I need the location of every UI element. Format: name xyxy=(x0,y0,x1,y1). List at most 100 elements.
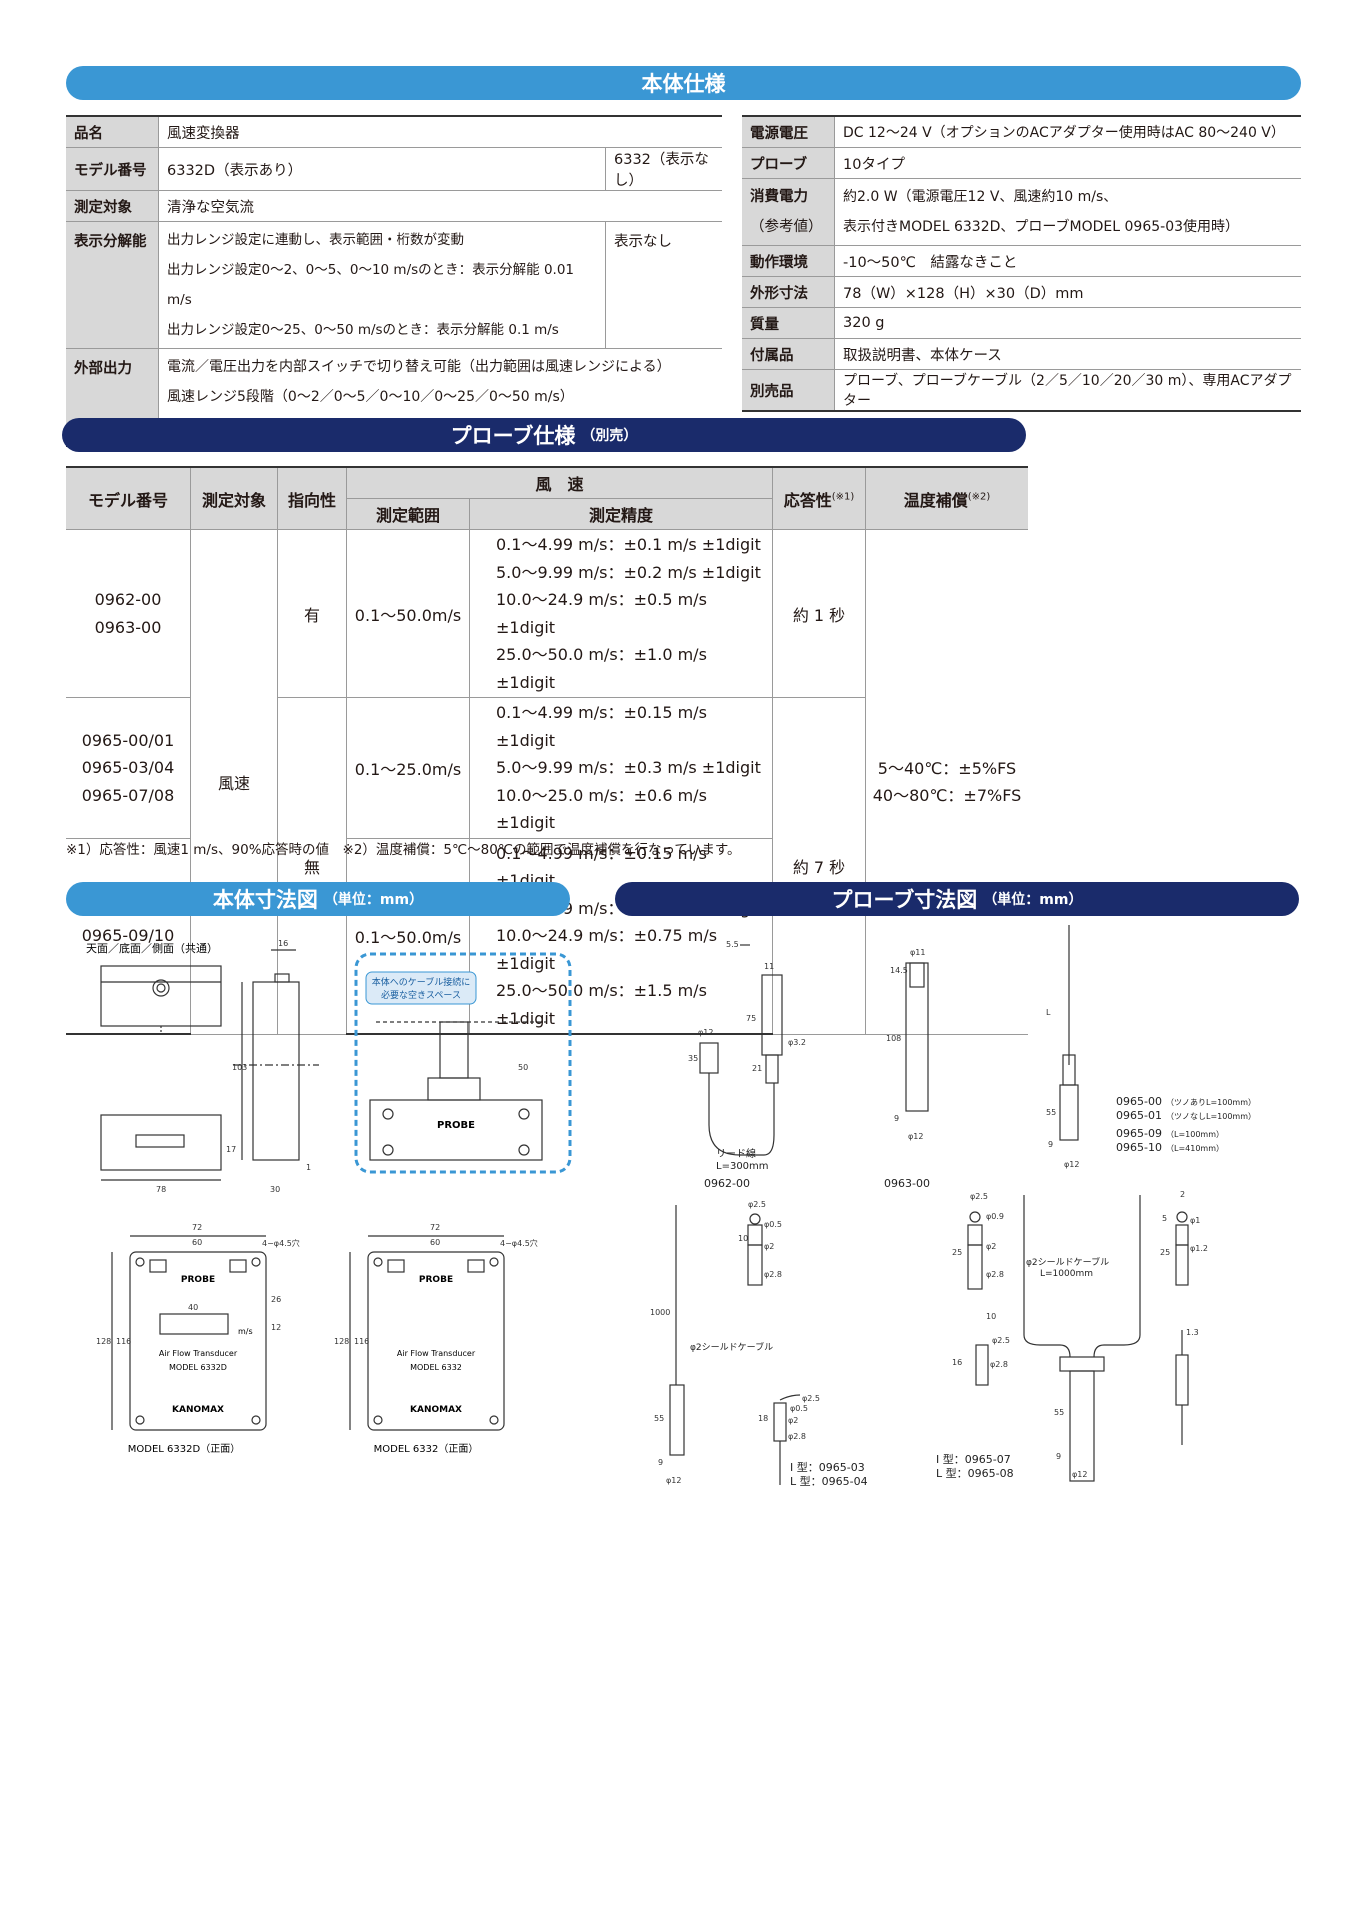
dim-label: 60 xyxy=(430,1238,440,1247)
model-l-0965-04: L 型：0965-04 xyxy=(790,1474,868,1488)
model-number: 0965-09/10 xyxy=(81,926,175,946)
dim-label: 128 xyxy=(334,1337,349,1346)
col-model: モデル番号 xyxy=(66,466,191,530)
dim-label: φ2.8 xyxy=(986,1270,1004,1279)
dim-label: 2 xyxy=(1180,1190,1185,1199)
shield-cable-label: φ2シールドケーブル xyxy=(690,1341,773,1353)
body-spec-right-table: 電源電圧 DC 12〜24 V（オプションのACアダプター使用時はAC 80〜2… xyxy=(742,115,1301,412)
spec-row: 表示分解能 出力レンジ設定に連動し、表示範囲・桁数が変動 出力レンジ設定0〜2、… xyxy=(66,221,722,349)
spec-row: 消費電力 （参考値） 約2.0 W（電源電圧12 V、風速約10 m/s、 表示… xyxy=(742,178,1301,246)
model-0965-10: 0965-10 xyxy=(1116,1141,1162,1154)
spec-key-sub: （参考値） xyxy=(750,219,823,235)
model-0963-00: 0963-00 xyxy=(884,1177,930,1190)
col-accuracy: 測定精度 xyxy=(469,498,773,530)
dim-label: φ12 xyxy=(1072,1470,1087,1479)
temp-line: 40〜80℃：±7%FS xyxy=(872,785,1022,805)
dim-body-title: 本体寸法図 xyxy=(212,888,318,912)
dim-label: φ2.8 xyxy=(788,1432,806,1441)
probe-spec-banner: プローブ仕様（別売） xyxy=(62,418,1026,452)
display-unit: m/s xyxy=(238,1327,253,1336)
spec-extra: 6332（表示なし） xyxy=(605,147,722,191)
dim-label: 35 xyxy=(688,1054,698,1063)
spec-key: モデル番号 xyxy=(66,147,159,191)
body-spec-banner: 本体仕様 xyxy=(66,66,1301,100)
spec-key: 質量 xyxy=(742,307,835,339)
probe-range: 0.1〜50.0m/s xyxy=(346,529,470,698)
probe-accuracy: 0.1〜4.99 m/s：±0.15 m/s ±1digit 5.0〜9.99 … xyxy=(469,837,773,1035)
dim-probe-title: プローブ寸法図 xyxy=(831,888,978,912)
spec-key: プローブ xyxy=(742,147,835,179)
accuracy-line: 10.0〜24.9 m/s：±0.75 m/s ±1digit xyxy=(496,926,718,973)
dim-label: 4−φ4.5穴 xyxy=(500,1238,538,1248)
dim-label: 9 xyxy=(1048,1140,1053,1149)
probe-models: 0962-00 0963-00 xyxy=(66,529,191,698)
dim-label: 75 xyxy=(746,1014,756,1023)
accuracy-line: 10.0〜24.9 m/s：±0.5 m/s ±1digit xyxy=(496,590,707,637)
dim-label: φ12 xyxy=(1064,1160,1079,1169)
dim-label: 21 xyxy=(752,1064,762,1073)
probe-spec-note: ※1）応答性：風速1 m/s、90%応答時の値 ※2）温度補償：5℃〜80℃の範… xyxy=(66,842,741,858)
dim-label: φ12 xyxy=(908,1132,923,1141)
model-number: 0965-00/01 xyxy=(81,730,175,750)
spec-row: 質量 320 g xyxy=(742,307,1301,339)
dim-label: 16 xyxy=(952,1358,962,1367)
spec-value: -10〜50℃ 結露なきこと xyxy=(834,245,1301,277)
col-temp-note: (※2) xyxy=(967,491,991,503)
probe-spec-title: プローブ仕様 xyxy=(450,424,576,448)
spec-value-lines: 約2.0 W（電源電圧12 V、風速約10 m/s、 表示付きMODEL 633… xyxy=(834,178,1301,246)
dim-label: φ2.8 xyxy=(764,1270,782,1279)
caption-6332d: MODEL 6332D（正面） xyxy=(128,1443,240,1455)
spec-value: プローブ、プローブケーブル（2／5／10／20／30 m）、専用ACアダプター xyxy=(834,369,1301,412)
spec-value: 取扱説明書、本体ケース xyxy=(834,338,1301,370)
views-label: 天面／底面／側面（共通） xyxy=(86,941,218,955)
dim-probe-banner: プローブ寸法図 （単位：mm） xyxy=(615,882,1299,916)
dim-label: 128 xyxy=(96,1337,111,1346)
lead-wire-label: リード線 xyxy=(716,1147,756,1160)
model-0965-01: 0965-01 xyxy=(1116,1109,1162,1122)
dim-label: 55 xyxy=(1046,1108,1056,1117)
spec-value: 78（W）×128（H）×30（D）mm xyxy=(834,276,1301,308)
probe-response: 約 7 秒 xyxy=(772,697,866,1035)
spec-value: 風速変換器 xyxy=(158,115,722,148)
accuracy-line: 25.0〜50.0 m/s：±1.5 m/s ±1digit xyxy=(496,981,707,1028)
dim-label: 1000 xyxy=(650,1308,670,1317)
dim-probe-title-small: （単位：mm） xyxy=(983,892,1083,908)
spec-row: モデル番号 6332D（表示あり） 6332（表示なし） xyxy=(66,147,722,191)
spec-row: 外形寸法 78（W）×128（H）×30（D）mm xyxy=(742,276,1301,308)
model-i-0965-07: I 型：0965-07 xyxy=(936,1452,1011,1466)
model-0962-00: 0962-00 xyxy=(704,1177,750,1190)
dim-label: 60 xyxy=(192,1238,202,1247)
dim-label: 50 xyxy=(518,1063,528,1072)
dim-label: 72 xyxy=(430,1223,440,1232)
dim-label: L xyxy=(1046,1008,1051,1017)
dim-label: 5.5 xyxy=(726,940,739,949)
dim-body-banner: 本体寸法図（単位：mm） xyxy=(66,882,570,916)
caption-6332: MODEL 6332（正面） xyxy=(374,1443,479,1455)
spec-line: 電流／電圧出力を内部スイッチで切り替え可能（出力範囲は風速レンジによる） xyxy=(167,359,671,375)
spec-line: 表示付きMODEL 6332D、プローブMODEL 0965-03使用時） xyxy=(843,219,1240,235)
spec-value: 320 g xyxy=(834,307,1301,339)
body-spec-title: 本体仕様 xyxy=(641,72,726,96)
model-0965-00-note: （ツノありL=100mm） xyxy=(1166,1098,1256,1107)
dim-label: 25 xyxy=(952,1248,962,1257)
dim-label: φ2 xyxy=(788,1416,798,1425)
accuracy-line: 0.1〜4.99 m/s：±0.1 m/s ±1digit xyxy=(496,535,761,554)
accuracy-line: 10.0〜25.0 m/s：±0.6 m/s ±1digit xyxy=(496,785,707,833)
temp-line: 5〜40℃：±5%FS xyxy=(877,758,1017,778)
front-product-name: Air Flow Transducer xyxy=(159,1349,238,1358)
model-0965-00: 0965-00 xyxy=(1116,1095,1162,1108)
dim-label: 16 xyxy=(278,939,288,948)
dim-label: φ2.5 xyxy=(748,1200,766,1209)
dim-label: φ2 xyxy=(764,1242,774,1251)
model-i-0965-03: I 型：0965-03 xyxy=(790,1460,865,1474)
dim-label: φ1 xyxy=(1190,1216,1200,1225)
dim-label: φ12 xyxy=(666,1476,681,1485)
dim-label: 10 xyxy=(986,1312,996,1321)
probe-port-label: PROBE xyxy=(437,1120,475,1131)
model-number: 0965-03/04 xyxy=(81,758,175,777)
dim-label: 108 xyxy=(886,1034,901,1043)
front-model-d: MODEL 6332D xyxy=(169,1363,227,1372)
col-temp-label: 温度補償 xyxy=(903,490,968,510)
dim-label: 72 xyxy=(192,1223,202,1232)
col-wind: 風 速 xyxy=(346,466,773,499)
